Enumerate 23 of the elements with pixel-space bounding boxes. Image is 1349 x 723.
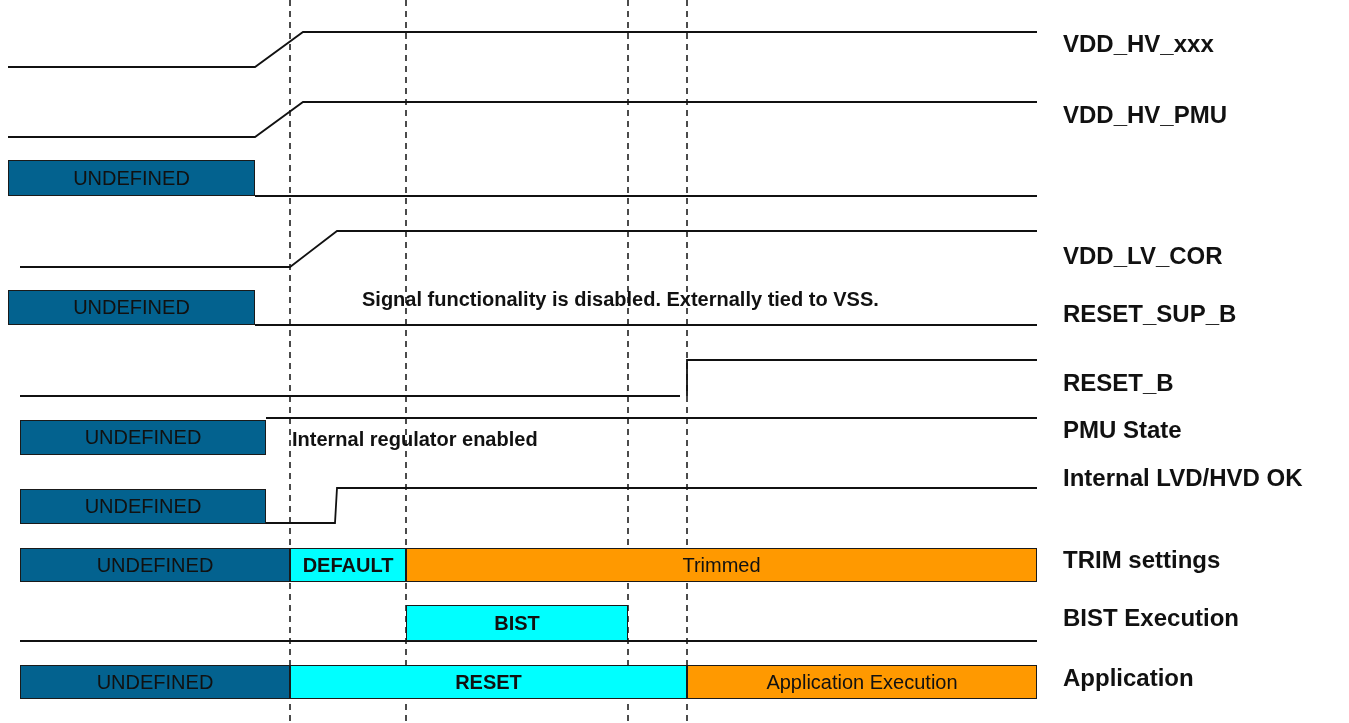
state-box: UNDEFINED — [20, 548, 290, 582]
signal-name: Application — [1063, 663, 1194, 692]
state-box: UNDEFINED — [20, 420, 266, 455]
annotation-text: Internal regulator enabled — [292, 428, 538, 451]
signal-name: VDD_HV_xxx — [1063, 29, 1214, 58]
signal-name: RESET_B — [1063, 368, 1174, 397]
state-box: Application Execution — [687, 665, 1037, 699]
state-box: UNDEFINED — [20, 489, 266, 524]
state-box: Trimmed — [406, 548, 1037, 582]
state-box: UNDEFINED — [8, 290, 255, 325]
signal-name: BIST Execution — [1063, 603, 1240, 632]
signal-name: Internal LVD/HVD OK — [1063, 463, 1303, 492]
state-box: RESET — [290, 665, 687, 699]
state-box: UNDEFINED — [8, 160, 255, 196]
state-box: BIST — [406, 605, 628, 641]
signal-name: VDD_LV_COR — [1063, 241, 1223, 270]
signal-name: PMU State — [1063, 415, 1182, 444]
state-box: DEFAULT — [290, 548, 406, 582]
signal-name: VDD_HV_PMU — [1063, 100, 1228, 129]
annotation-text: Signal functionality is disabled. Externally tied to VSS. — [362, 288, 879, 311]
signal-name: RESET_SUP_B — [1063, 299, 1237, 328]
signal-name: TRIM settings — [1063, 545, 1221, 574]
state-box: UNDEFINED — [20, 665, 290, 699]
